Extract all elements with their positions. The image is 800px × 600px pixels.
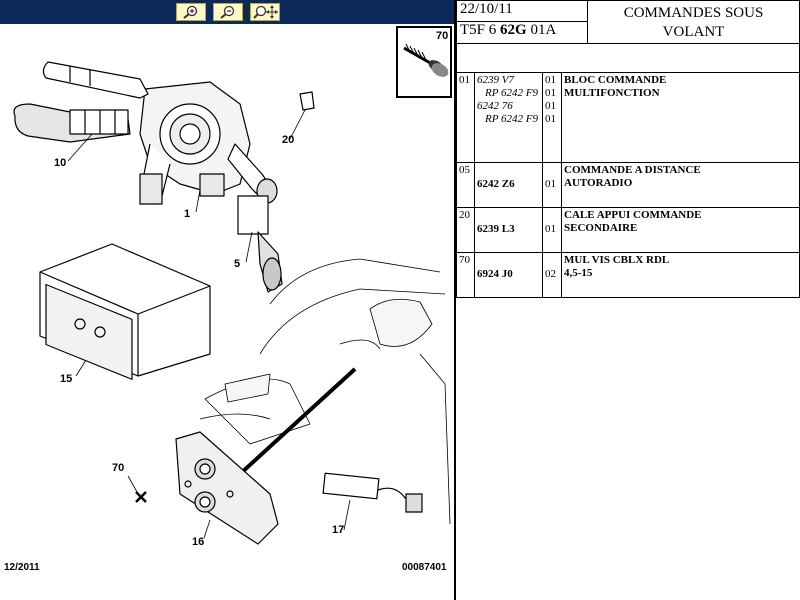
part-ref-text: RP 6242 F9 (485, 113, 538, 125)
title-line-2: VOLANT (662, 24, 725, 40)
part-desc-line: CALE APPUI COMMANDE (564, 209, 702, 221)
wedge-part (299, 91, 315, 111)
part-desc-line: SECONDAIRE (564, 222, 638, 234)
callout-70: 70 (112, 462, 125, 474)
part-item-number: 05 (456, 162, 475, 208)
zoom-out-icon (220, 5, 235, 19)
diagram-date: 12/2011 (4, 562, 40, 573)
callout-10: 10 (54, 157, 67, 169)
part-desc-line: AUTORADIO (564, 177, 633, 189)
callout-1: 1 (184, 208, 191, 220)
header-title: COMMANDES SOUS VOLANT (587, 0, 800, 44)
part-desc-line: MULTIFONCTION (564, 87, 660, 99)
part-qty-text: 02 (545, 268, 556, 280)
part-qty-text: 01 (545, 223, 556, 235)
part-reference: 6239 L3 (474, 207, 543, 253)
part-qty-text: 01 (545, 178, 556, 190)
part-reference: 6924 J0 (474, 252, 543, 298)
header-code: T5F 6 62G 01A (456, 21, 588, 44)
part-ref-text: 6239 V7 (477, 74, 514, 86)
exploded-view-drawing (13, 61, 451, 545)
parts-diagram[interactable]: 70 20 10 1 5 15 70 17 16 12/2011 0008740… (0, 0, 454, 600)
dashboard-outline (199, 258, 451, 525)
car-radio-part (39, 243, 211, 380)
screw-icon (403, 43, 449, 77)
code-prefix: T5F 6 (460, 22, 501, 38)
callout-5: 5 (234, 258, 241, 270)
callout-17: 17 (332, 524, 345, 536)
header-spacer (456, 43, 800, 73)
callout-15: 15 (60, 373, 73, 385)
zoom-pan-icon (253, 5, 278, 19)
header-date: 22/10/11 (456, 0, 588, 22)
part-qty-text: 01 (545, 100, 556, 112)
combination-switch-part (42, 61, 278, 205)
code-bold: 62G (500, 22, 527, 38)
callout-16: 16 (192, 536, 205, 548)
callout-70-detail: 70 (436, 30, 449, 42)
part-ref-text: 6924 J0 (477, 268, 513, 280)
wiring-harness-part (322, 472, 423, 513)
part-desc-line: 4,5-15 (564, 267, 593, 279)
part-ref-text: 6239 L3 (477, 223, 515, 235)
screw-position-marker (135, 491, 147, 503)
zoom-pan-button[interactable] (250, 3, 280, 21)
radio-remote-part (237, 195, 283, 293)
part-ref-text: 6242 Z6 (477, 178, 515, 190)
zoom-in-icon (183, 5, 198, 19)
part-qty-text: 01 (545, 87, 556, 99)
part-quantity: 01 (542, 162, 562, 208)
part-quantity: 02 (542, 252, 562, 298)
zoom-in-button[interactable] (176, 3, 206, 21)
parts-list-pane: 22/10/11 T5F 6 62G 01A COMMANDES SOUS VO… (456, 0, 800, 600)
screw-detail-box (396, 26, 452, 98)
part-reference: 6242 Z6 (474, 162, 543, 208)
title-line-1: COMMANDES SOUS (623, 5, 764, 21)
part-item-number: 70 (456, 252, 475, 298)
part-qty-text: 01 (545, 74, 556, 86)
part-item-number: 01 (456, 72, 475, 163)
part-desc-line: BLOC COMMANDE (564, 74, 667, 86)
part-ref-text: RP 6242 F9 (485, 87, 538, 99)
pane-divider (454, 0, 456, 600)
part-item-number: 20 (456, 207, 475, 253)
code-suffix: 01A (526, 22, 557, 38)
wiper-stalk-part (13, 103, 131, 143)
diagram-number: 00087401 (402, 562, 447, 573)
part-quantity: 01 (542, 207, 562, 253)
heater-control-part (175, 431, 279, 545)
callout-20: 20 (282, 134, 295, 146)
part-desc-line: MUL VIS CBLX RDL (564, 254, 670, 266)
part-desc-line: COMMANDE A DISTANCE (564, 164, 701, 176)
zoom-toolbar (0, 0, 454, 24)
part-ref-text: 6242 76 (477, 100, 513, 112)
zoom-out-button[interactable] (213, 3, 243, 21)
part-qty-text: 01 (545, 113, 556, 125)
